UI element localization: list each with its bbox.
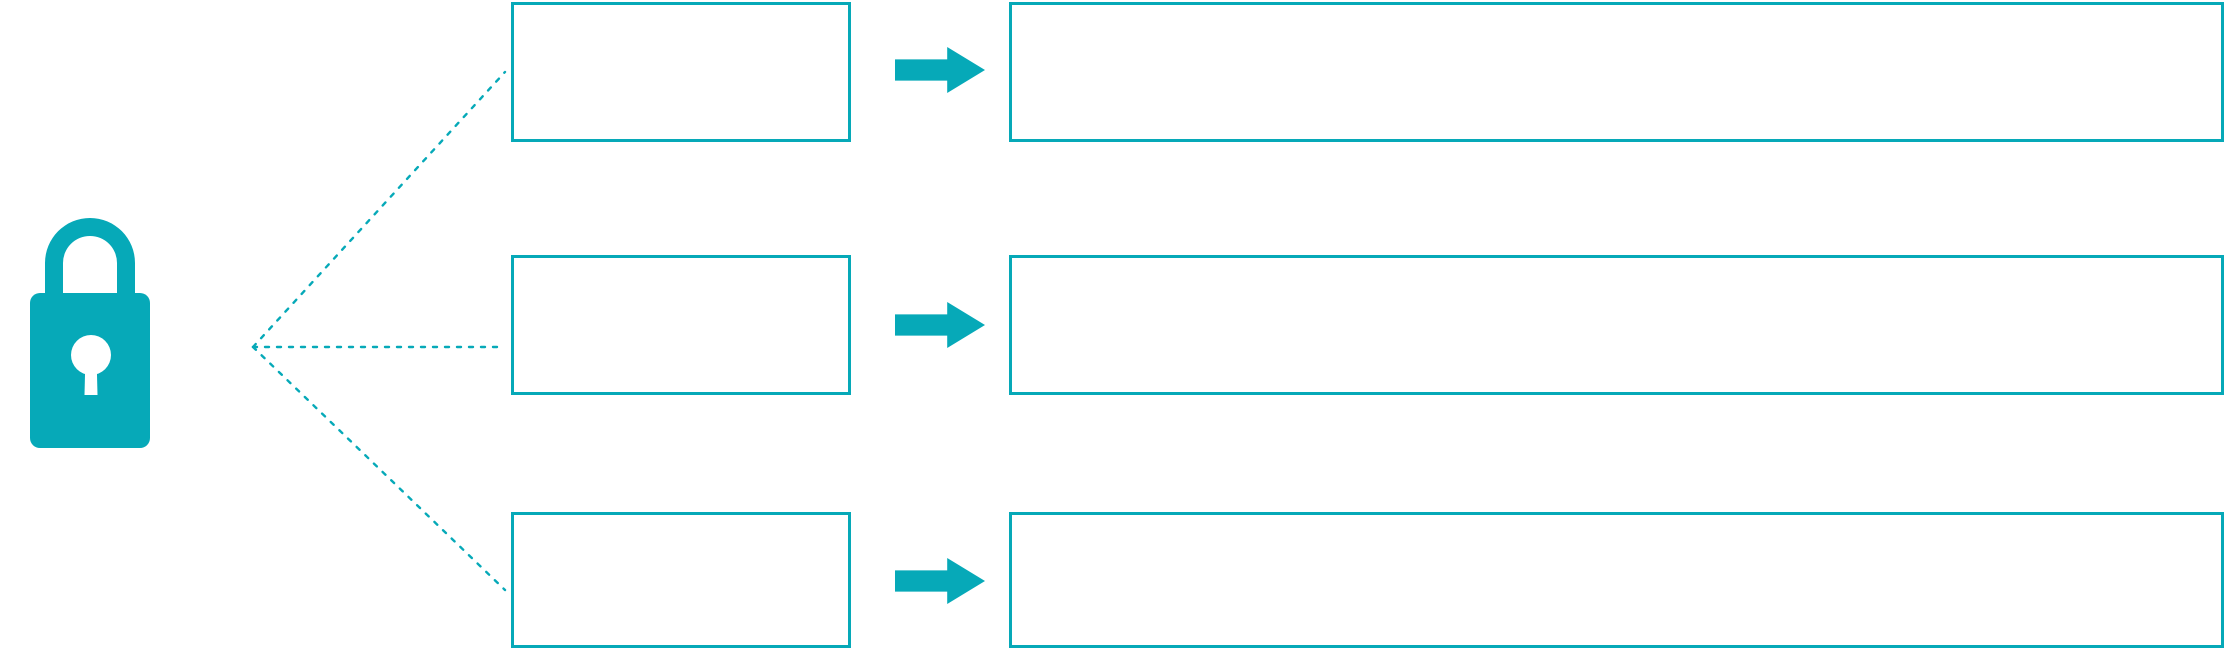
dotted-fan-connector [251,70,507,592]
small-box-1[interactable] [511,2,851,142]
row-shapes-layer [511,2,2224,648]
flow-arrow-3 [895,558,985,604]
large-box-2[interactable] [1009,255,2224,395]
lock-keyhole-circle [71,335,111,375]
connector-line-3 [251,345,507,592]
lock-shackle [45,218,135,300]
connector-line-1 [251,70,507,349]
large-box-1[interactable] [1009,2,2224,142]
small-box-2[interactable] [511,255,851,395]
lock-icon [30,218,150,448]
flow-arrow-2 [895,302,985,348]
large-box-3[interactable] [1009,512,2224,648]
small-box-3[interactable] [511,512,851,648]
flow-arrow-1 [895,47,985,93]
